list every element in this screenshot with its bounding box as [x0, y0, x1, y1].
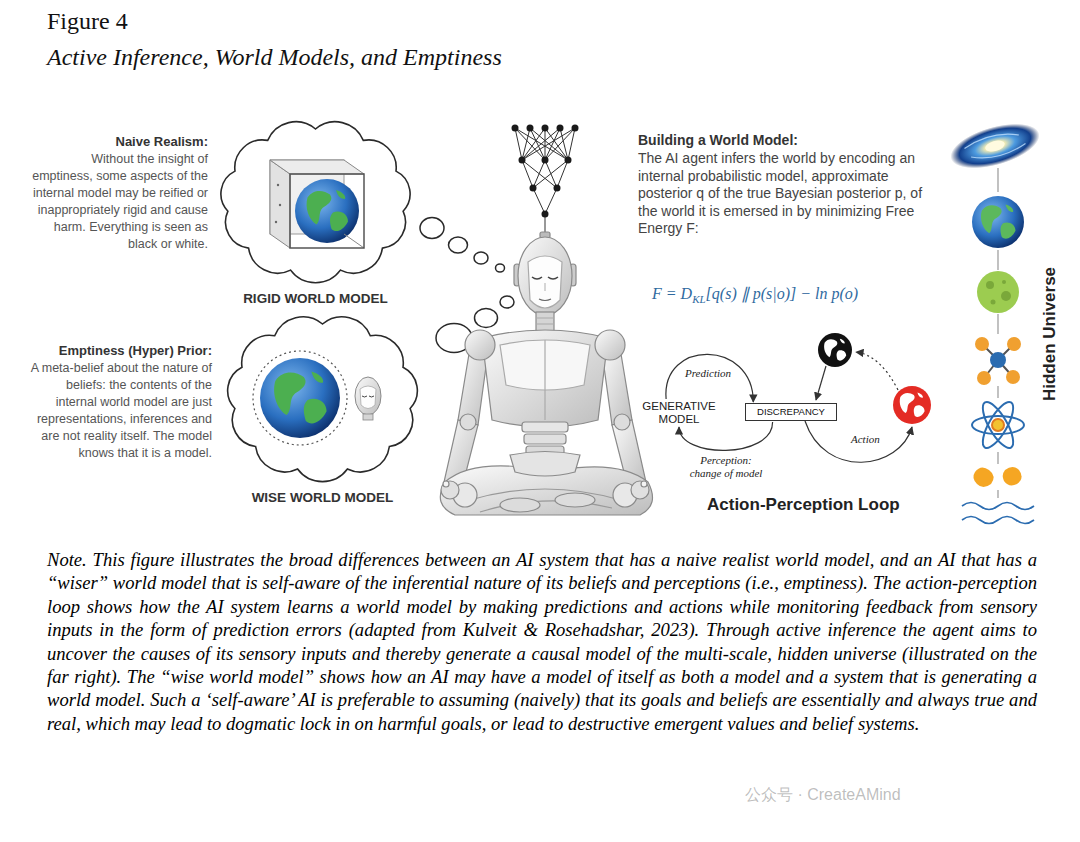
panel-heading: Action-Perception Loop [707, 495, 900, 515]
formula-part: [q(s) ∥ p(s|o)] − ln p(o) [706, 285, 859, 302]
figure-title: Active Inference, World Models, and Empt… [47, 44, 502, 71]
process-label: GENERATIVE MODEL [636, 400, 722, 426]
neural-network-icon [512, 125, 579, 235]
node-text: RIGID WORLD MODEL [213, 291, 418, 306]
description-text: The AI agent infers the world by encodin… [638, 150, 926, 238]
node-text: DISCREPANCY [752, 406, 830, 418]
arrow-label: Prediction [685, 367, 731, 380]
vertical-heading: Hidden Universe [1040, 244, 1060, 424]
figure-caption: Note. This figure illustrates the broad … [47, 548, 1037, 735]
arrow-label: Action [851, 433, 880, 445]
meditating-robot [440, 232, 652, 515]
formula-part: F = D [652, 285, 692, 302]
description-text: A meta-belief about the nature of belief… [22, 360, 212, 462]
formula-subscript: KL [692, 293, 705, 305]
flow-arrow [679, 422, 773, 450]
cloud-outline [213, 115, 418, 287]
node-text: GENERATIVE MODEL [636, 400, 722, 426]
formula: F = DKL[q(s) ∥ p(s|o)] − ln p(o) [652, 284, 858, 305]
figure-number: Figure 4 [47, 8, 128, 35]
section-heading: Naive Realism: [28, 134, 208, 149]
cloud-outline [220, 310, 425, 486]
thought-bubbles [420, 218, 514, 353]
section-heading: Emptiness (Hyper) Prior: [22, 343, 212, 358]
node-text: WISE WORLD MODEL [220, 490, 425, 505]
section-heading: Building a World Model: [638, 132, 928, 148]
hidden-universe-icons [946, 115, 1045, 523]
flow-arrow [666, 354, 753, 402]
thought-cloud: WISE WORLD MODEL [220, 310, 425, 507]
process-box: DISCREPANCY [745, 403, 837, 421]
rigid-cube-picture [270, 160, 364, 248]
watermark: 公众号 · CreateAMind [745, 785, 901, 806]
wise-earth-picture [253, 351, 381, 445]
description-text: Without the insight of emptiness, some a… [28, 151, 208, 253]
arrow-label: Perception: change of model [684, 454, 768, 480]
thought-cloud: RIGID WORLD MODEL [213, 115, 418, 308]
